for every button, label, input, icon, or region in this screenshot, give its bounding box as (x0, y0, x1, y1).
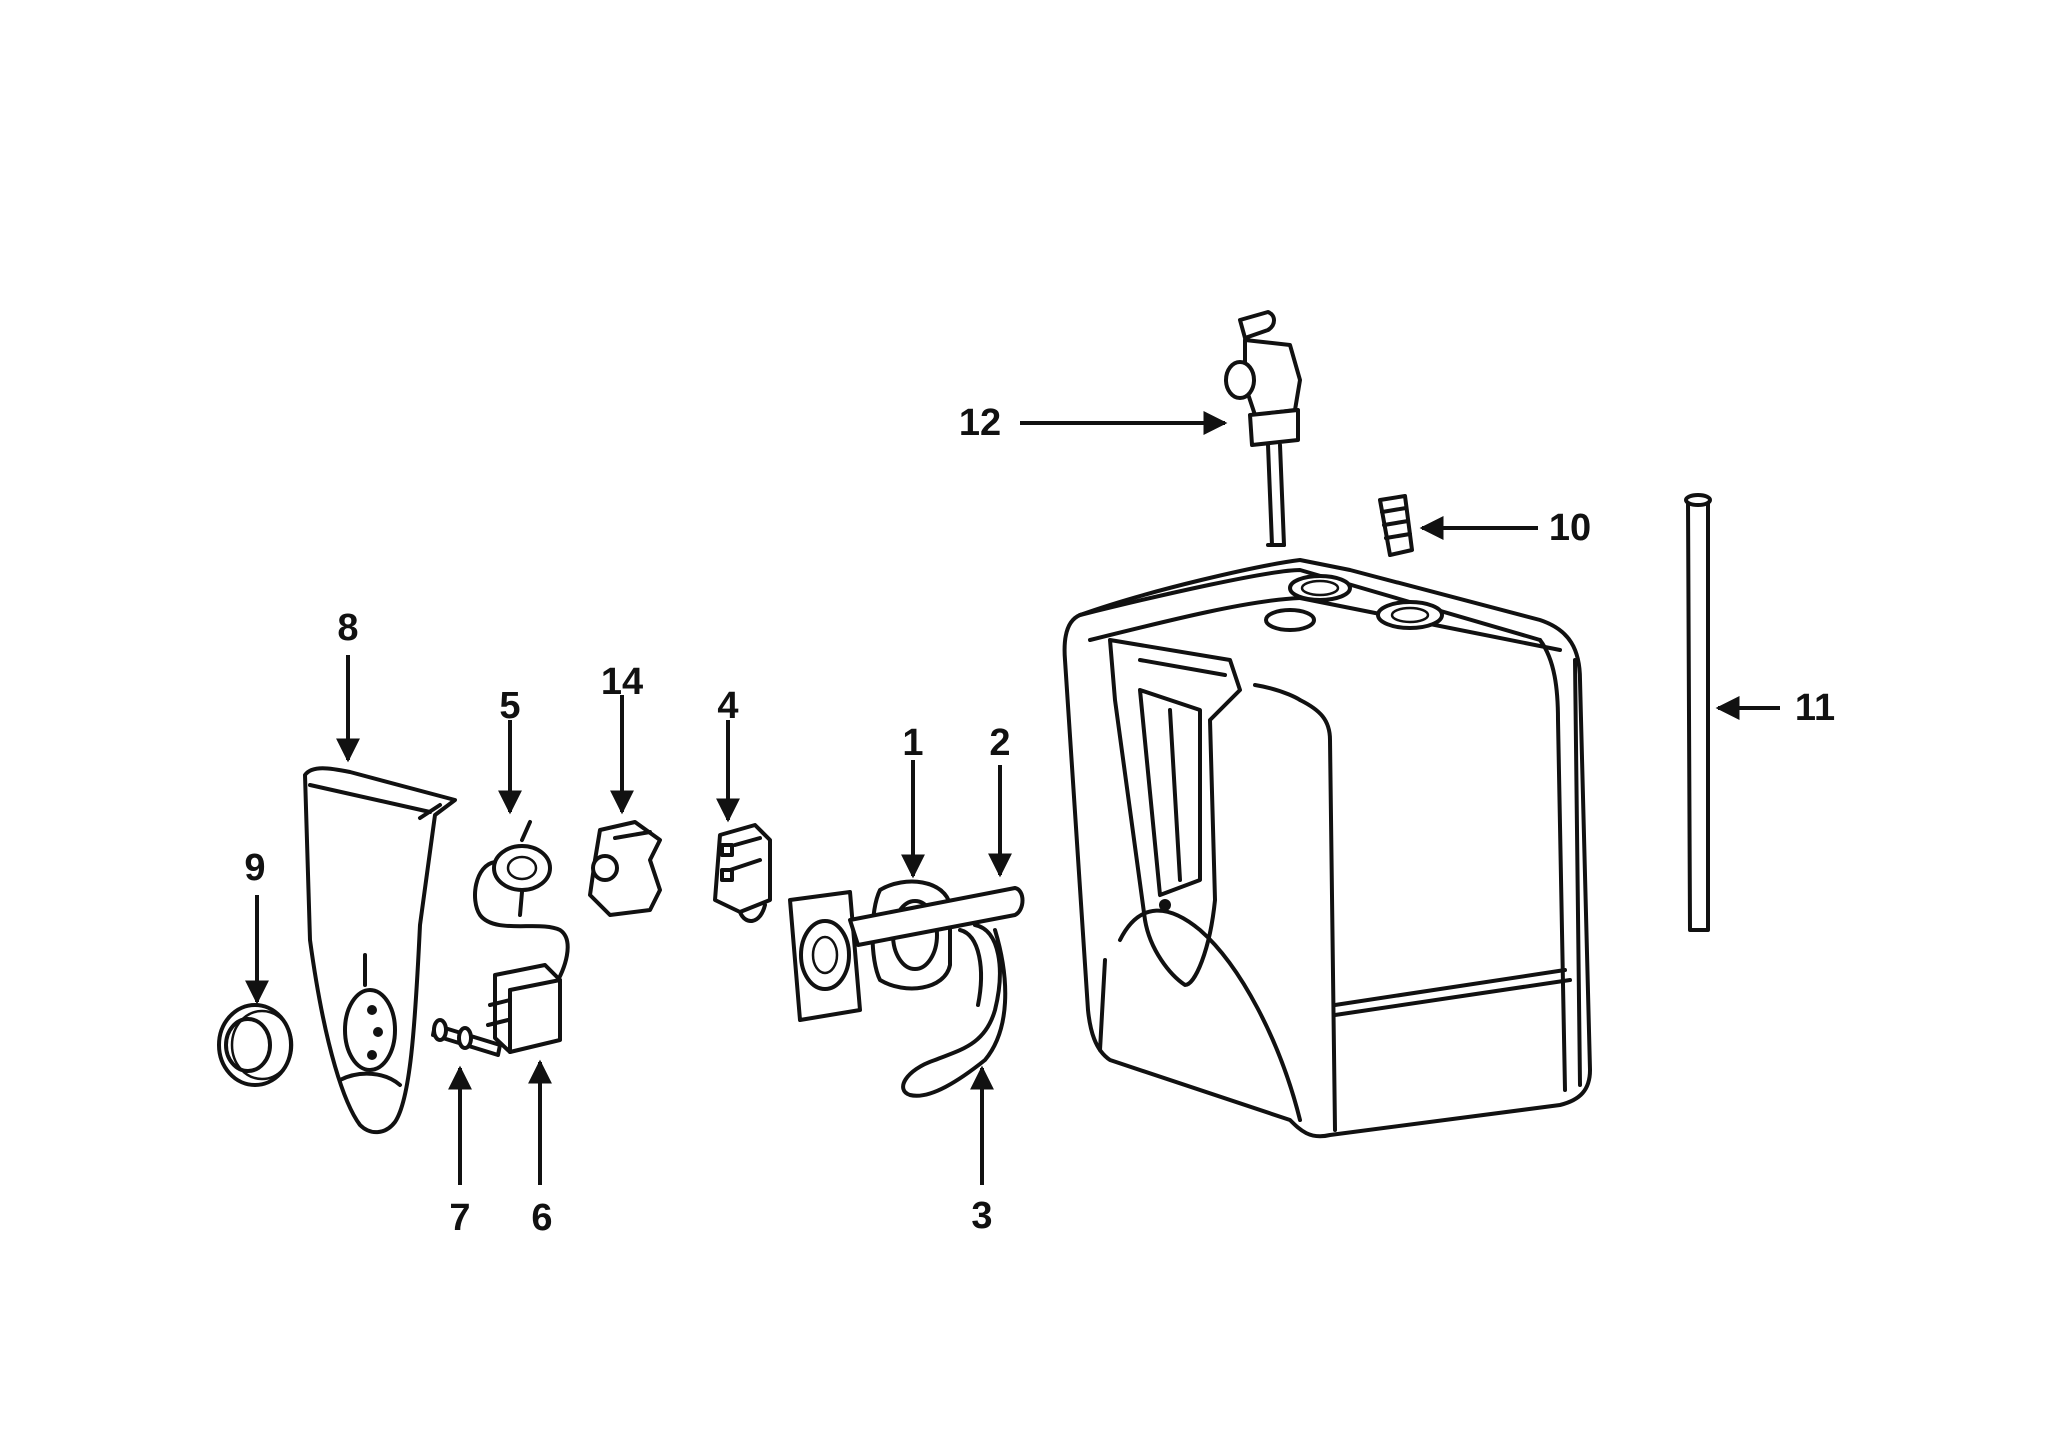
part-8-cover-panel (303, 766, 457, 1135)
callout-6: 6 (531, 1197, 552, 1239)
callout-10: 10 (1549, 507, 1591, 549)
part-14-terminal-block (588, 820, 662, 917)
callout-5: 5 (499, 685, 520, 727)
part-3-heating-element-loop (901, 923, 1008, 1098)
part-4-thermal-cutout (713, 823, 772, 923)
callout-9: 9 (244, 847, 265, 889)
part-5-thermostat-bulb (473, 820, 570, 987)
callout-11: 11 (1795, 687, 1835, 729)
part-7-pin (431, 1018, 502, 1057)
callout-labels: 8 9 5 14 4 1 2 7 6 3 12 10 11 (244, 402, 1835, 1239)
part-9-knob (217, 1003, 294, 1087)
part-2-heating-tube (848, 886, 1025, 947)
callout-4: 4 (717, 685, 738, 727)
callout-14: 14 (601, 661, 643, 703)
part-11-dip-tube (1684, 493, 1712, 932)
callout-2: 2 (989, 722, 1010, 764)
callout-8: 8 (337, 607, 358, 649)
water-heater-tank (1062, 558, 1592, 1139)
callout-3: 3 (971, 1195, 992, 1237)
callout-12: 12 (959, 402, 1001, 444)
part-6-thermostat-switch (486, 963, 562, 1054)
part-1-flange-gasket (788, 879, 952, 1022)
callout-7: 7 (449, 1197, 470, 1239)
callout-1: 1 (902, 722, 923, 764)
part-12-safety-valve (1224, 310, 1302, 547)
callout-arrows (245, 411, 1780, 1185)
part-10-plug (1378, 494, 1414, 557)
